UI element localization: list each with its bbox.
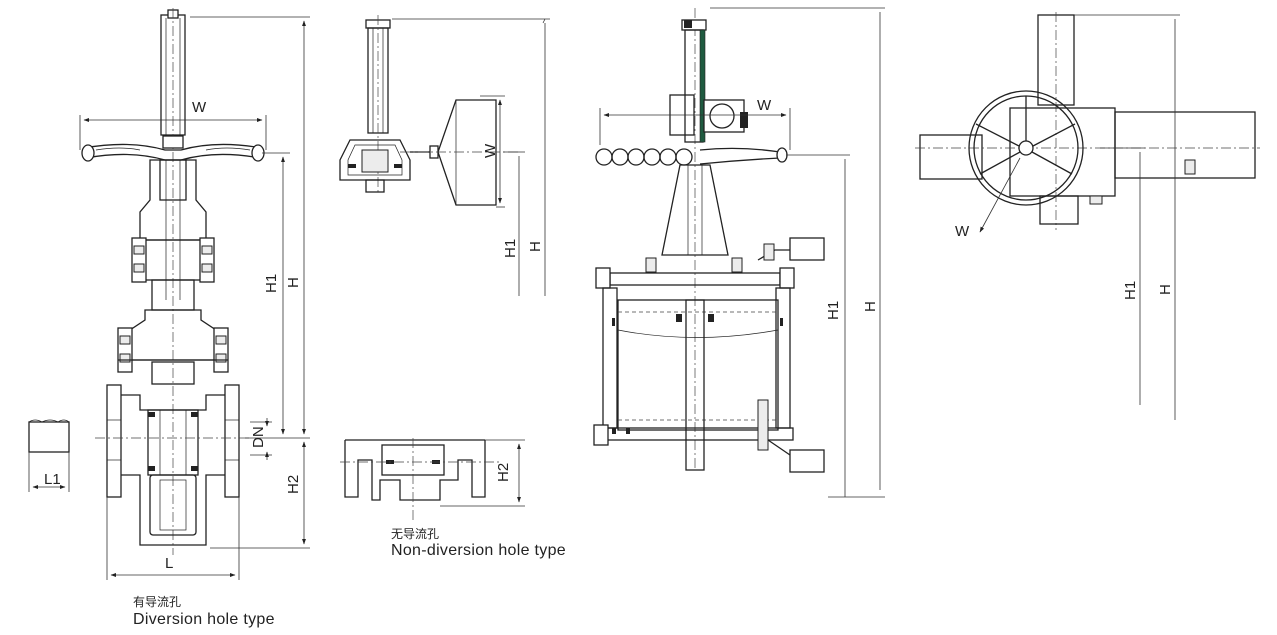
non-diversion-hole-view	[339, 15, 550, 520]
actuator-side-view	[915, 12, 1260, 420]
dim-label-dn: DN	[250, 426, 267, 448]
dim-label-h2: H2	[285, 475, 302, 494]
diversion-hole-view	[28, 8, 310, 580]
dim-label-h1-3: H1	[825, 301, 842, 320]
dim-label-h2-2: H2	[495, 463, 512, 482]
dim-label-l: L	[165, 555, 173, 572]
large-valve-view	[593, 7, 885, 498]
dim-label-w-3: W	[757, 97, 772, 114]
dim-label-l1: L1	[44, 471, 61, 488]
dim-label-h: H	[285, 277, 302, 288]
dim-label-h-2: H	[527, 241, 544, 252]
caption-non-diversion-cn: 无导流孔	[391, 527, 440, 541]
dim-label-h1: H1	[263, 274, 280, 293]
caption-diversion-en: Diversion hole type	[133, 611, 275, 628]
dim-label-h-4: H	[1157, 284, 1174, 295]
dim-label-h1-2: H1	[502, 239, 519, 258]
dim-label-w-2: W	[482, 143, 499, 158]
dim-label-w: W	[192, 99, 207, 116]
dim-label-h-3: H	[862, 301, 879, 312]
dim-label-h1-4: H1	[1122, 281, 1139, 300]
dim-label-w-4: W	[955, 223, 970, 240]
caption-non-diversion-en: Non-diversion hole type	[391, 542, 566, 559]
caption-diversion-cn: 有导流孔	[133, 595, 182, 609]
